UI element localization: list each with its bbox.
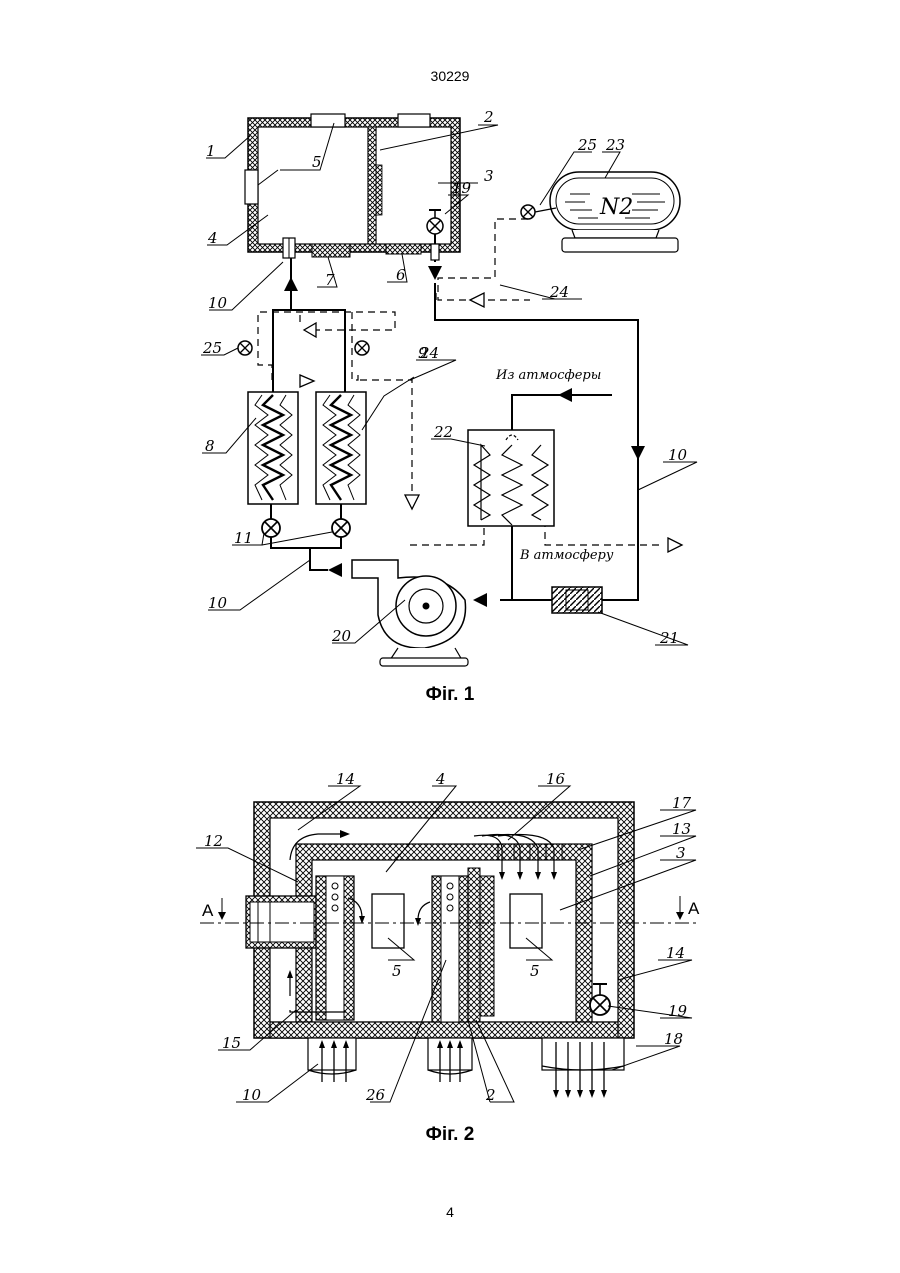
label-10: 10 [208,294,228,312]
label-25: 25 [577,136,597,154]
page-number-bottom: 4 [0,1204,900,1220]
label-19: 19 [452,179,472,197]
signal-triangle-icon [470,293,484,307]
label-14: 14 [666,944,685,962]
label-23: 23 [605,136,625,154]
heat-exchanger-8 [248,392,298,504]
label-17: 17 [672,794,692,812]
valve-25-icon [238,341,252,355]
label-21: 21 [659,629,679,647]
arrow-down-icon [676,912,684,920]
arrow-left-icon [558,388,572,402]
label-26: 26 [365,1086,386,1104]
valve-11-icon [262,519,280,537]
label-4: 4 [207,229,218,247]
to-atmosphere-text: В атмосферу [519,548,614,563]
signal-triangle-icon [405,495,419,509]
label-1: 1 [206,142,216,160]
chamber-body [245,114,460,258]
arrow-up-icon [284,277,298,291]
label-10: 10 [668,446,688,464]
label-13: 13 [672,820,691,838]
label-24: 24 [419,344,439,362]
heat-exchanger-22 [468,430,554,526]
label-6: 6 [396,266,406,284]
label-15: 15 [222,1034,241,1052]
label-7: 7 [325,271,335,289]
signal-triangle-icon [668,538,682,552]
label-2: 2 [485,1086,496,1104]
label-22: 22 [433,423,453,441]
arrow-left-icon [473,593,487,607]
valve-25-icon [355,341,369,355]
label-5: 5 [312,153,322,171]
label-20: 20 [331,627,352,645]
signal-triangle-icon [304,323,316,337]
product-5 [510,894,542,948]
heat-exchanger-9 [316,392,366,504]
from-atmosphere-text: Из атмосферы [495,368,601,383]
figure-2-caption: Фіг. 2 [0,1124,900,1146]
filter-21 [552,587,602,613]
label-24: 24 [549,283,569,301]
label-25: 25 [202,339,222,357]
label-3: 3 [676,844,686,862]
label-12: 12 [204,832,223,850]
product-5 [372,894,404,948]
valve-11-icon [332,519,350,537]
arrow-down-icon [631,446,645,460]
label-10: 10 [242,1086,262,1104]
label-2: 2 [483,108,494,126]
section-label-left: A [202,901,214,920]
figure-2-diagram: A A 14 4 16 17 13 3 12 14 19 15 10 26 2 … [0,760,900,1120]
fan-20 [352,560,468,666]
label-14: 14 [336,770,355,788]
label-8: 8 [205,437,215,455]
figure-1-diagram: N2 [0,100,900,680]
arrow-left-icon [328,563,342,577]
arrow-down-icon [553,1090,607,1098]
arrow-down-icon [218,912,226,920]
label-19: 19 [668,1002,688,1020]
label-3: 3 [484,167,494,185]
figure-1-caption: Фіг. 1 [0,684,900,706]
air-duct-26 [432,876,468,1022]
label-5: 5 [392,962,402,980]
label-18: 18 [664,1030,683,1048]
bottom-inlet-10 [308,1038,624,1074]
page-number-top: 30229 [0,68,900,84]
side-inlet-nozzle [246,896,316,948]
n2-label: N2 [599,195,633,220]
label-5: 5 [530,962,540,980]
label-16: 16 [546,770,566,788]
label-4: 4 [435,770,446,788]
signal-triangle-icon [300,375,314,387]
section-label-right: A [688,899,700,918]
label-11: 11 [234,529,253,547]
label-10: 10 [208,594,228,612]
